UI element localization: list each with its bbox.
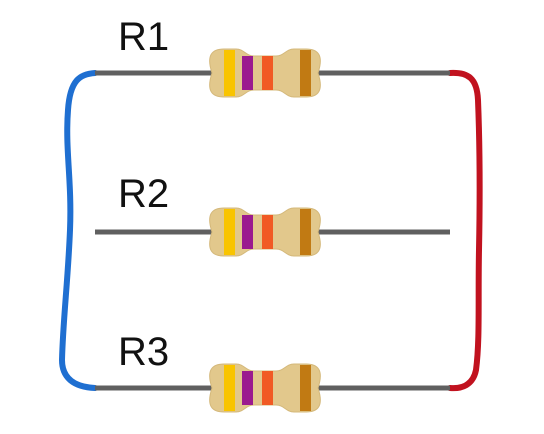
r2-band-2: [242, 215, 253, 249]
resistor-label-r2: R2: [118, 172, 169, 216]
r3-band-4: [300, 365, 311, 411]
r2-band-1: [224, 209, 235, 255]
resistor-r1: [95, 48, 450, 98]
r1-band-4: [300, 50, 311, 96]
r3-band-2: [242, 371, 253, 405]
resistor-label-r3: R3: [118, 330, 169, 374]
r3-band-3: [262, 371, 273, 405]
r1-band-1: [224, 50, 235, 96]
resistor-r3: [95, 363, 450, 413]
left-wire: [58, 70, 98, 391]
resistor-r2: [95, 207, 450, 257]
r1-band-3: [262, 56, 273, 90]
r2-band-4: [300, 209, 311, 255]
r1-band-2: [242, 56, 253, 90]
resistor-label-r1: R1: [118, 15, 169, 59]
r3-band-1: [224, 365, 235, 411]
r2-band-3: [262, 215, 273, 249]
right-wire: [447, 69, 483, 392]
